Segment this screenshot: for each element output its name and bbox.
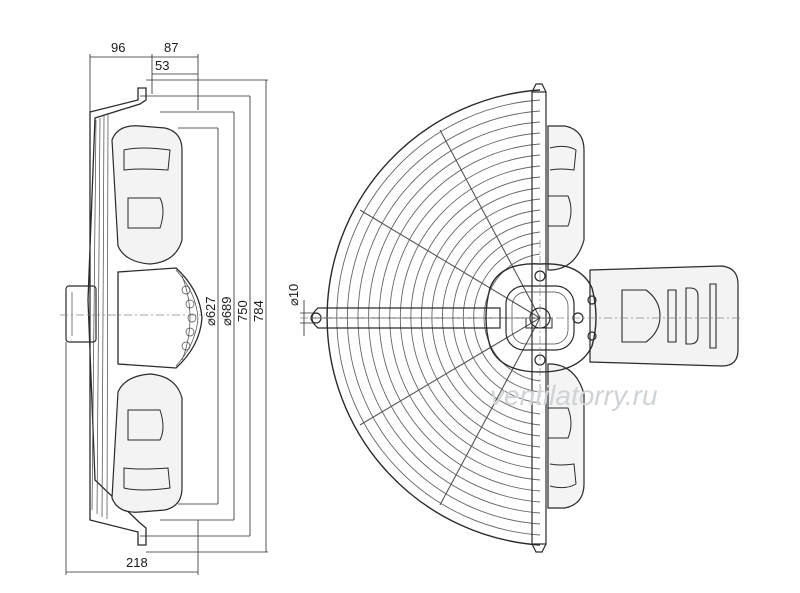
motor-side <box>117 267 203 369</box>
dim-hole-10-label: ⌀10 <box>286 284 301 306</box>
lower-blade-side <box>111 373 183 513</box>
dim-96-label: 96 <box>111 40 125 55</box>
dim-53-label: 53 <box>155 58 169 73</box>
upper-blade-side <box>111 125 183 265</box>
dim-diam-627-label: ⌀627 <box>203 296 218 326</box>
terminal-box <box>65 285 97 343</box>
dim-87-label: 87 <box>164 40 178 55</box>
watermark: ventilatorry.ru <box>490 380 658 411</box>
dim-diam-689-label: ⌀689 <box>219 296 234 326</box>
hole-dimension: ⌀10 <box>286 284 318 336</box>
side-view <box>60 87 205 546</box>
dim-750-label: 750 <box>235 300 250 322</box>
front-view <box>300 83 740 553</box>
blade-right <box>589 265 739 367</box>
side-dimensions: 96 87 53 218 ⌀627 ⌀689 750 784 <box>65 40 268 575</box>
dim-218-label: 218 <box>126 555 148 570</box>
dim-784-label: 784 <box>251 300 266 322</box>
